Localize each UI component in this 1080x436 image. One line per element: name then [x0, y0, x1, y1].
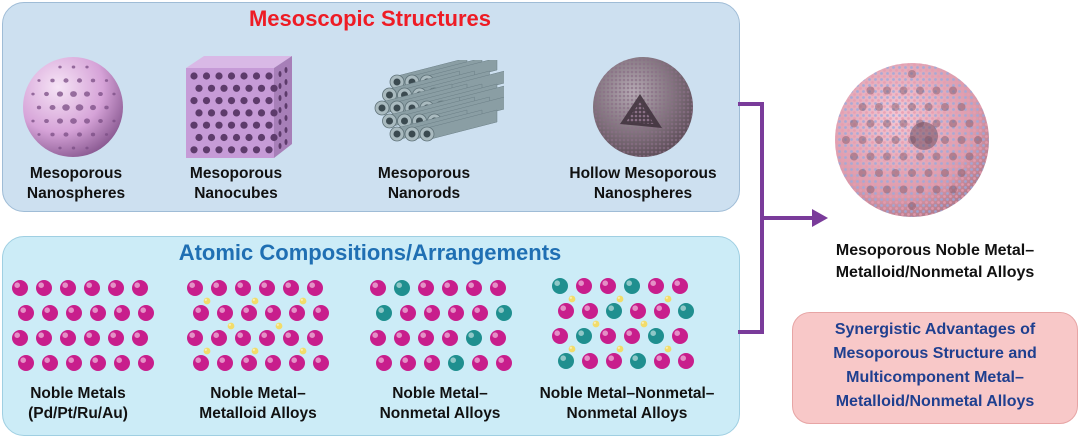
noble-metal-lattice-icon — [12, 280, 154, 371]
caption-ternary-alloys: Noble Metal–Nonmetal–Nonmetal Alloys — [539, 385, 715, 422]
mesoporous-sphere-icon — [23, 57, 123, 157]
metalloid-alloy-lattice-icon — [187, 280, 329, 371]
alloy-mesoporous-sphere-icon — [835, 63, 989, 217]
mesoscopic-structures-heading: Mesoscopic Structures — [248, 6, 492, 31]
advantages-text: Synergistic Advantages of Mesoporous Str… — [833, 321, 1037, 410]
mesoporous-cube-icon — [186, 56, 292, 158]
atomic-compositions-heading: Atomic Compositions/Arrangements — [178, 240, 562, 265]
nonmetal-alloy-lattice-icon — [370, 280, 512, 371]
result-caption: Mesoporous Noble Metal–Metalloid/Nonmeta… — [835, 242, 1035, 281]
ternary-alloy-lattice-icon — [552, 278, 694, 369]
caption-nonmetal-alloys: Noble Metal–Nonmetal Alloys — [379, 385, 501, 422]
hollow-mesoporous-sphere-icon — [593, 57, 693, 157]
advantages-box — [792, 312, 1078, 424]
caption-noble-metals: Noble Metals(Pd/Pt/Ru/Au) — [28, 385, 128, 422]
caption-metalloid-alloys: Noble Metal–Metalloid Alloys — [199, 385, 317, 422]
mesoporous-rod-icon — [374, 60, 504, 142]
